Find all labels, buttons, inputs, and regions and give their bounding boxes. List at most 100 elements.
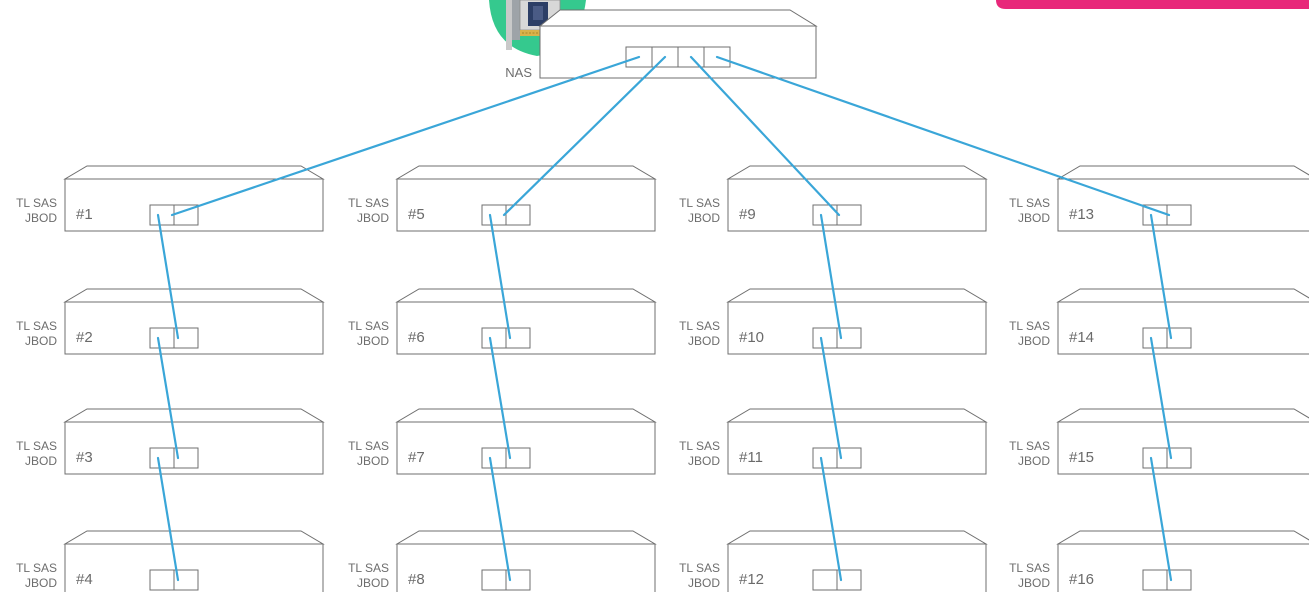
jbod-port-out	[836, 569, 862, 591]
jbod-type-label-line1: TL SAS	[348, 439, 389, 453]
jbod-unit-number: #10	[739, 329, 764, 346]
daisy-chain-cable	[156, 456, 180, 582]
jbod-unit-number: #7	[408, 449, 425, 466]
jbod-type-label-line2: JBOD	[1018, 334, 1050, 348]
jbod-port-out	[505, 447, 531, 469]
jbod-port-in	[149, 569, 175, 591]
jbod-top-face	[726, 530, 988, 545]
jbod-type-label-line2: JBOD	[688, 334, 720, 348]
jbod-type-label-line1: TL SAS	[1009, 196, 1050, 210]
jbod-port-out	[1166, 569, 1192, 591]
jbod-top-face	[726, 288, 988, 303]
jbod-port-in	[1142, 447, 1168, 469]
jbod-type-label-line1: TL SAS	[16, 439, 57, 453]
jbod-type-label-line1: TL SAS	[679, 319, 720, 333]
jbod-port-out	[836, 327, 862, 349]
daisy-chain-cable	[819, 336, 843, 460]
jbod-unit-number: #12	[739, 571, 764, 588]
jbod-unit-number: #2	[76, 329, 93, 346]
daisy-chain-cable	[1149, 336, 1173, 460]
daisy-chain-cable	[1149, 213, 1173, 340]
jbod-type-label-line1: TL SAS	[348, 561, 389, 575]
jbod-unit-number: #5	[408, 206, 425, 223]
jbod-port-out	[505, 569, 531, 591]
jbod-port-out	[505, 204, 531, 226]
jbod-port-in	[812, 327, 838, 349]
jbod-unit-number: #4	[76, 571, 93, 588]
jbod-port-in	[1142, 327, 1168, 349]
jbod-port-in	[149, 327, 175, 349]
nas-top-face	[538, 9, 818, 27]
accent-banner	[996, 0, 1309, 9]
nas-to-jbod-cable	[715, 55, 1171, 217]
daisy-chain-cable	[488, 456, 512, 582]
jbod-top-face	[395, 165, 657, 180]
daisy-chain-cable	[488, 213, 512, 340]
jbod-type-label-line2: JBOD	[357, 334, 389, 348]
jbod-top-face	[395, 530, 657, 545]
jbod-type-label-line1: TL SAS	[1009, 561, 1050, 575]
jbod-port-out	[1166, 447, 1192, 469]
jbod-unit-number: #15	[1069, 449, 1094, 466]
jbod-top-face	[395, 288, 657, 303]
jbod-port-out	[173, 327, 199, 349]
jbod-port-out	[1166, 327, 1192, 349]
jbod-type-label-line1: TL SAS	[1009, 319, 1050, 333]
jbod-port-out	[173, 569, 199, 591]
jbod-type-label-line2: JBOD	[1018, 454, 1050, 468]
nas-to-jbod-cable	[689, 55, 841, 217]
jbod-type-label-line2: JBOD	[25, 334, 57, 348]
jbod-type-label-line2: JBOD	[688, 454, 720, 468]
jbod-type-label-line1: TL SAS	[16, 319, 57, 333]
jbod-type-label-line2: JBOD	[688, 576, 720, 590]
jbod-unit-number: #3	[76, 449, 93, 466]
jbod-type-label-line2: JBOD	[357, 211, 389, 225]
daisy-chain-cable	[819, 456, 843, 582]
jbod-type-label-line2: JBOD	[25, 454, 57, 468]
jbod-top-face	[395, 408, 657, 423]
nas-to-jbod-cable	[502, 55, 667, 217]
jbod-port-out	[173, 447, 199, 469]
jbod-type-label-line1: TL SAS	[348, 319, 389, 333]
jbod-port-in	[481, 447, 507, 469]
jbod-top-face	[726, 408, 988, 423]
jbod-type-label-line1: TL SAS	[16, 196, 57, 210]
jbod-unit-number: #11	[739, 449, 763, 466]
nas-sas-ports	[625, 46, 731, 68]
jbod-type-label-line1: TL SAS	[348, 196, 389, 210]
jbod-port-in	[149, 204, 175, 226]
jbod-unit-number: #8	[408, 571, 425, 588]
jbod-type-label-line1: TL SAS	[679, 561, 720, 575]
jbod-top-face	[63, 530, 325, 545]
jbod-port-in	[149, 447, 175, 469]
jbod-port-in	[481, 204, 507, 226]
jbod-type-label-line1: TL SAS	[679, 439, 720, 453]
daisy-chain-cable	[156, 336, 180, 460]
jbod-type-label-line2: JBOD	[1018, 211, 1050, 225]
jbod-top-face	[1056, 530, 1309, 545]
jbod-type-label-line2: JBOD	[25, 211, 57, 225]
jbod-type-label-line1: TL SAS	[16, 561, 57, 575]
jbod-top-face	[726, 165, 988, 180]
jbod-type-label-line1: TL SAS	[1009, 439, 1050, 453]
jbod-type-label-line2: JBOD	[357, 576, 389, 590]
nas-to-jbod-cable	[170, 55, 641, 217]
jbod-type-label-line1: TL SAS	[679, 196, 720, 210]
jbod-type-label-line2: JBOD	[357, 454, 389, 468]
jbod-unit-number: #1	[76, 206, 93, 223]
jbod-unit-number: #9	[739, 206, 756, 223]
jbod-port-in	[1142, 569, 1168, 591]
